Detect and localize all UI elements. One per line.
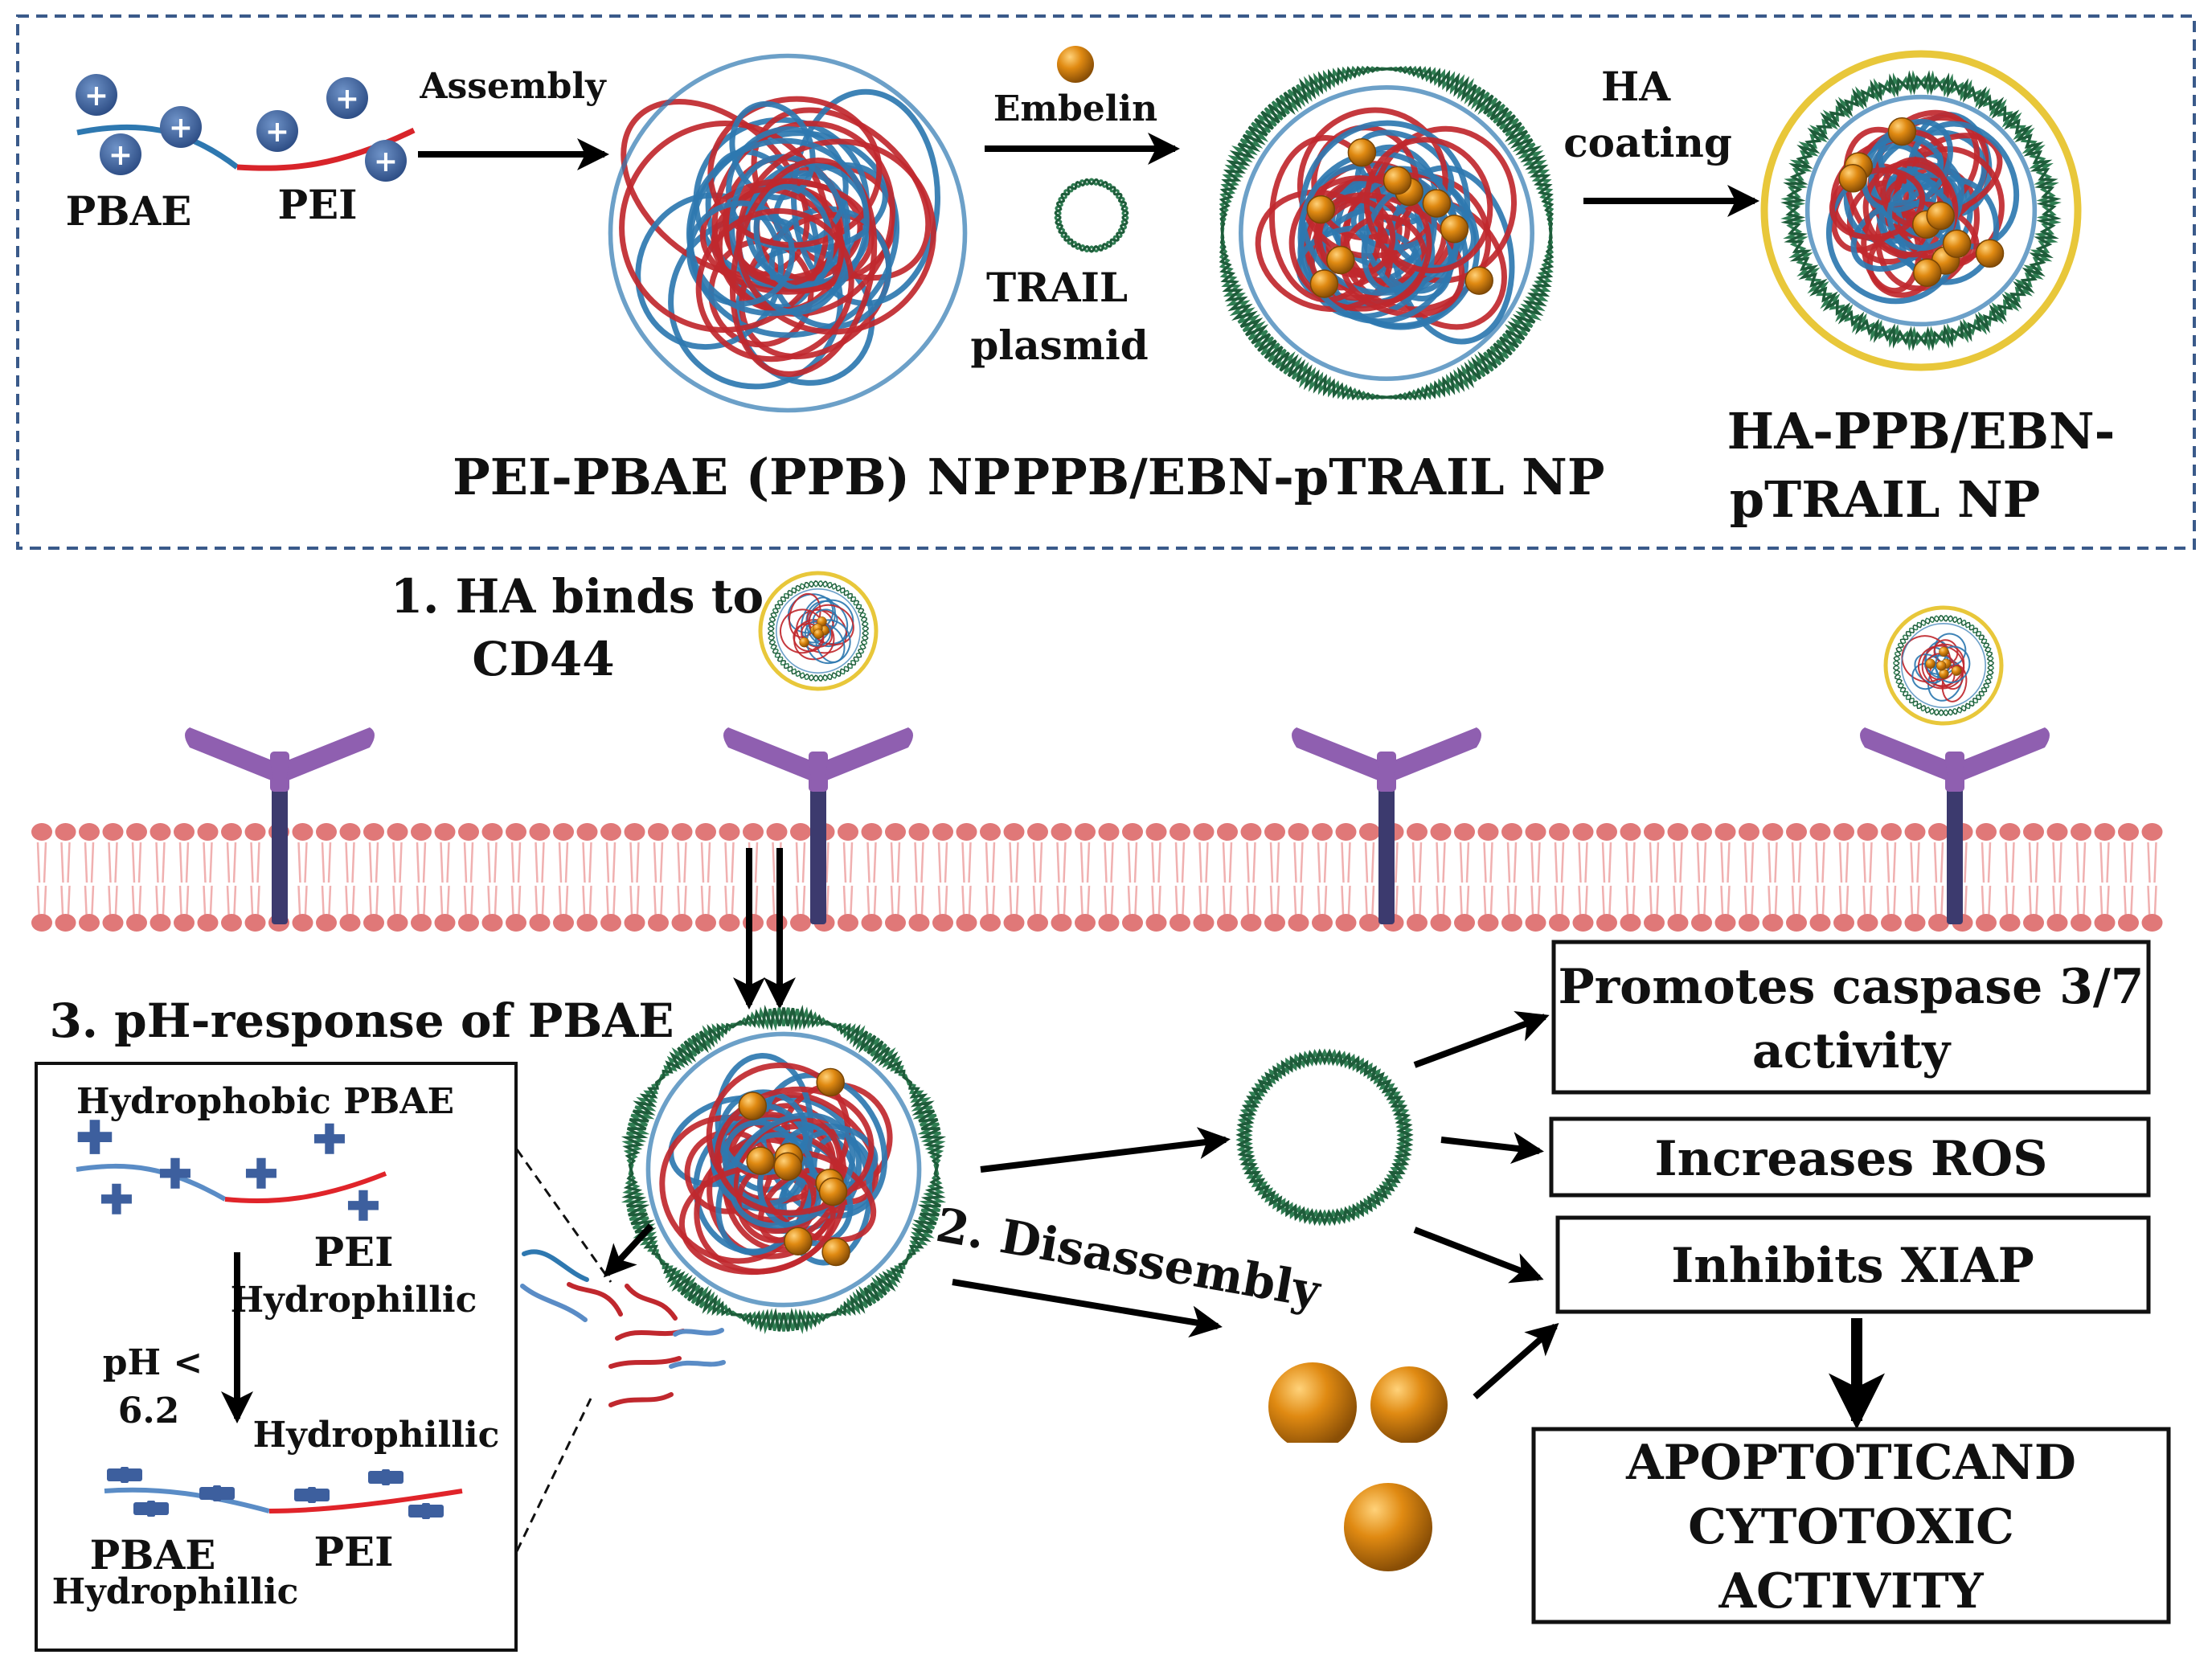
released-plasmid-icon [1235,1048,1414,1227]
svg-text:+: + [265,115,289,149]
released-polymer-fragments [520,1249,726,1407]
embelin-sphere-icon [1268,1362,1357,1451]
embelin-to-xiap-arrow [1473,1323,1559,1400]
hydrophobic-pbae-label: Hydrophobic PBAE [76,1081,454,1122]
plus-icon: ✚ [100,1176,133,1223]
caspase-text-line2: activity [1752,1023,1952,1079]
plasmid-to-xiap-arrow [1413,1227,1544,1284]
internalized-nanoparticle [621,1004,947,1335]
pei-label: PEI [277,181,357,228]
positive-charge-icon: + [256,110,298,152]
cd44-receptor-icon [1292,727,1481,924]
ppb-nanoparticle [608,53,968,413]
plus-icon: ✚ [346,1182,380,1230]
ppb-ebn-ptrail-nanoparticle [1219,65,1555,401]
apoptotic-box [1531,1427,2171,1624]
apoptotic-text-line1: APOPTOTICAND [1625,1435,2076,1491]
hydrophillic-top-label: Hydrophillic [231,1280,477,1321]
embelin-release-arrow [952,1279,1223,1338]
hydrophillic-mid-label: Hydrophillic [253,1415,500,1456]
to-ros-arrow [1440,1132,1544,1164]
step1-label-line2: CD44 [472,632,614,686]
hydrophillic-bottom-label: Hydrophillic [52,1571,299,1612]
ha-ppb-ebn-ptrail-nanoparticle [1760,50,2082,371]
plasmid-release-arrow [980,1127,1231,1173]
bound-ha-nanoparticle [758,571,879,691]
xiap-box [1555,1215,2151,1314]
cd44-receptor-icon [723,727,913,924]
positive-charge-icon: + [326,77,368,119]
plus-icon: ✚ [158,1150,192,1198]
embelin-sphere-icon [1344,1483,1432,1571]
step3-label: 3. pH-response of PBAE [49,993,674,1048]
ph-response-inset [35,1062,518,1652]
inset-pbae-chain [76,1163,227,1202]
ppb-np-caption: PEI-PBAE (PPB) NP [453,448,1010,506]
assembly-label: Assembly [419,66,607,107]
step2-label: 2. Disassembly [932,1198,1326,1319]
plus-icon: ✚ [244,1150,278,1198]
ph-label-line2: 6.2 [118,1391,180,1431]
inset-pei-chain [224,1171,387,1204]
apoptotic-text-line3: ACTIVITY [1718,1563,1984,1620]
embelin-label: Embelin [993,88,1157,129]
ros-text: Increases ROS [1655,1131,2048,1187]
coating-label: coating [1563,119,1732,166]
pei-bottom-label: PEI [313,1528,393,1575]
to-caspase-arrow [1413,1011,1550,1068]
ros-box [1549,1116,2151,1198]
pbae-bottom-label: PBAE [90,1531,216,1579]
pbae-pei-copolymer: + + + + + + [76,74,416,182]
negative-charge-marks [107,1467,444,1519]
plus-icon: ✚ [313,1116,346,1163]
embelin-icon [1057,46,1094,83]
pbae-label: PBAE [66,187,192,235]
pei-top-label: PEI [313,1228,393,1276]
svg-text:+: + [335,82,359,116]
ha-ppb-caption-line2: pTRAIL NP [1730,470,2041,529]
free-ha-nanoparticle [1883,605,2004,726]
inset-pbae-chain-protonated [104,1487,270,1513]
svg-text:+: + [109,138,133,172]
positive-charge-icon: + [76,74,117,116]
plasmid-label: plasmid [970,322,1148,369]
ph-label-line1: pH < [103,1342,203,1383]
svg-text:+: + [84,79,109,113]
ha-label: HA [1601,63,1671,110]
cd44-receptor-icon [185,727,375,924]
positive-charge-icon: + [160,106,202,148]
svg-text:+: + [169,111,193,145]
svg-text:+: + [374,145,398,178]
trail-plasmid-icon [1054,178,1129,253]
trail-label: TRAIL [986,264,1128,311]
inset-connector-top [515,1149,612,1283]
plus-icon: ✚ [76,1112,114,1165]
ppb-ebn-caption: PPB/EBN-pTRAIL NP [1013,448,1605,506]
caspase-box [1551,940,2151,1095]
step1-label-line1: 1. HA binds to [391,569,764,624]
inset-connector-bottom [515,1398,592,1552]
positive-charge-icon: + [100,133,141,175]
release-arrow [603,1223,653,1278]
caspase-text-line1: Promotes caspase 3/7 [1558,959,2144,1015]
cd44-receptor-icon [1860,727,2050,924]
embelin-clip-mask [1254,1443,1455,1451]
synthesis-frame [16,14,2196,550]
positive-charge-icon: + [365,140,407,182]
ha-ppb-caption-line1: HA-PPB/EBN- [1727,402,2116,461]
embelin-clip-mask-bottom [1326,1571,1455,1581]
xiap-text: Inhibits XIAP [1671,1238,2034,1294]
apoptotic-text-line2: CYTOTOXIC [1688,1499,2014,1555]
embelin-sphere-icon [1370,1366,1448,1444]
inset-pei-chain-protonated [268,1489,463,1513]
cell-membrane [31,823,2163,932]
